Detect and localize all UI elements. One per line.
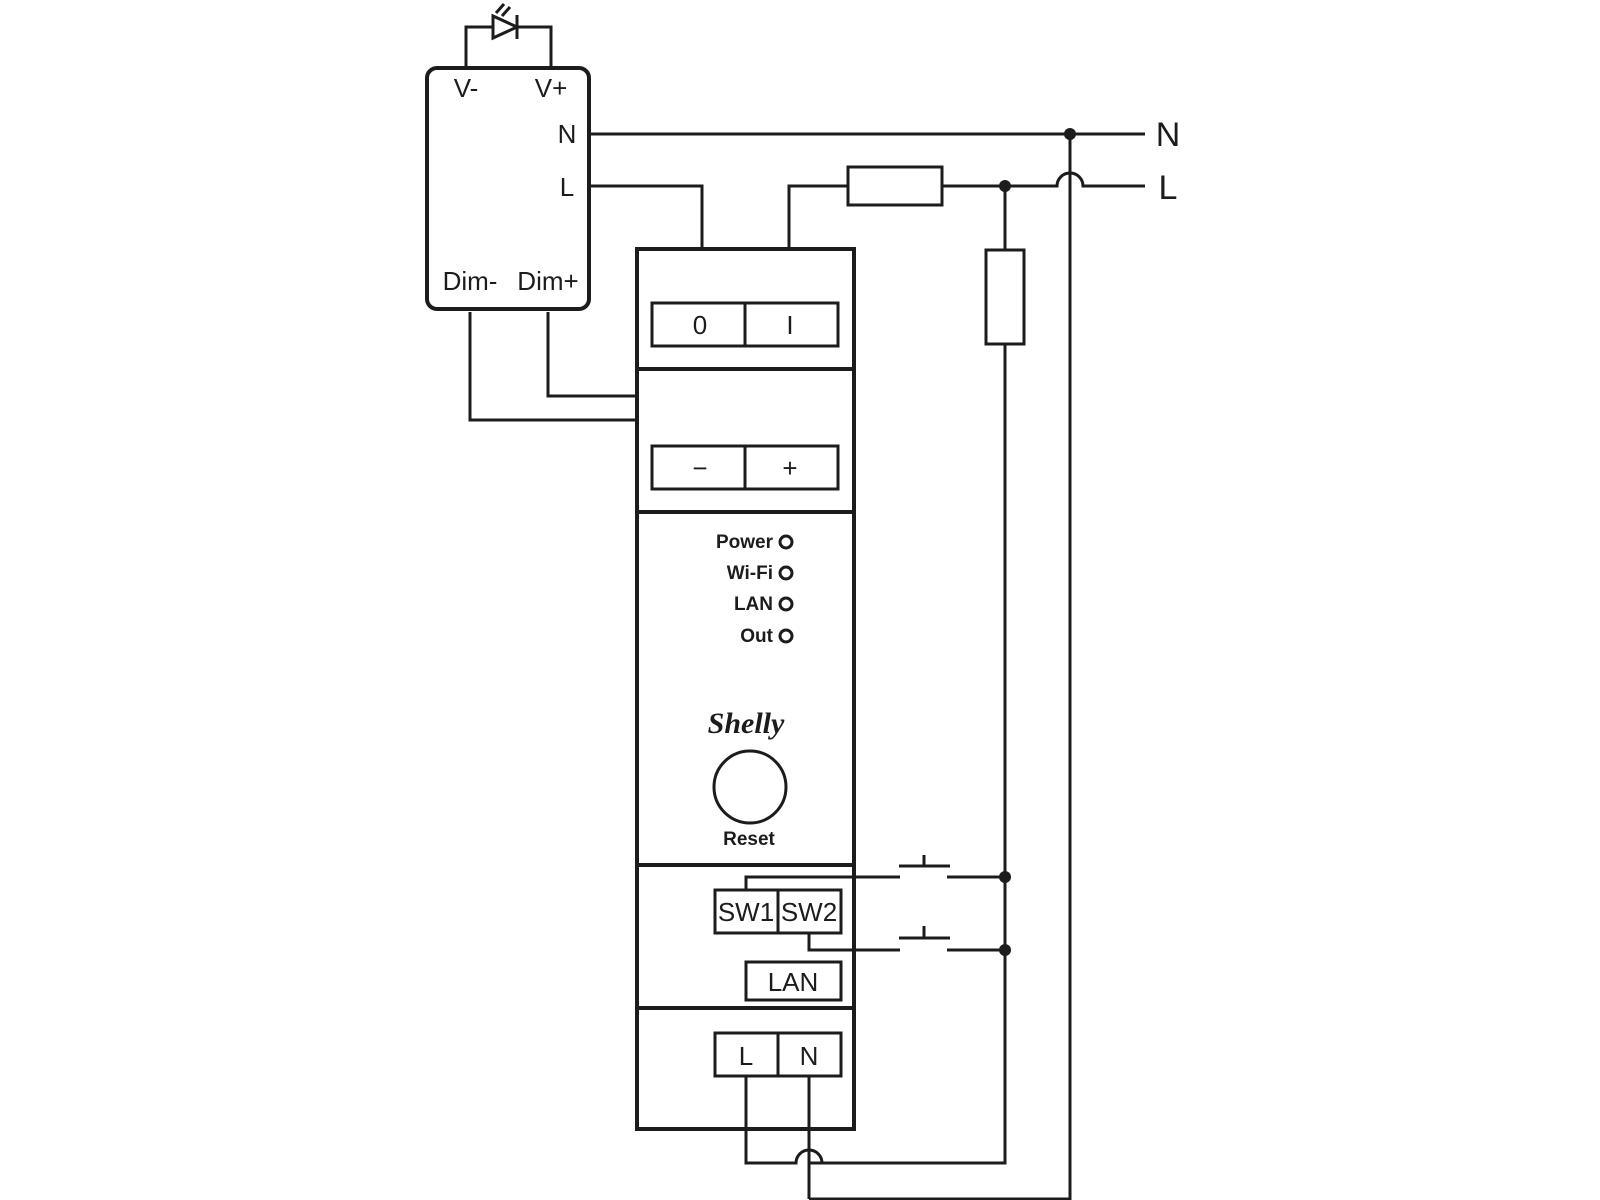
sw2-label: SW2	[781, 897, 837, 927]
led-wifi-label: Wi-Fi	[727, 563, 773, 584]
power-wiring	[744, 1076, 840, 1199]
sw1-label: SW1	[718, 897, 774, 927]
power-terminal-n	[776, 1031, 843, 1078]
led-power-label: Power	[716, 532, 774, 553]
driver-dim-plus-label: Dim+	[517, 266, 578, 296]
dim-terminal-plus	[743, 444, 840, 491]
led-out-label: Out	[740, 626, 773, 647]
power-n-label: N	[800, 1041, 819, 1071]
led-wifi-indicator	[778, 565, 794, 581]
switch-icon	[744, 855, 1005, 952]
output-terminal-i	[743, 301, 840, 348]
mains-n-label: N	[1156, 116, 1181, 154]
mains-l-label: L	[1159, 169, 1178, 207]
power-terminal-l	[713, 1031, 780, 1078]
driver-v-plus-label: V+	[535, 73, 568, 103]
dim-terminal-minus	[650, 444, 747, 491]
lan-port-label: LAN	[768, 967, 819, 997]
led-lan-indicator	[778, 596, 794, 612]
lan-port	[744, 960, 843, 1002]
driver-l-label: L	[560, 172, 574, 202]
led-lan-label: LAN	[734, 594, 773, 615]
reset-label: Reset	[723, 829, 775, 850]
led-power-indicator	[778, 534, 794, 550]
led-out-indicator	[778, 628, 794, 644]
driver-dim-minus-label: Dim-	[443, 266, 498, 296]
led-diode-icon	[464, 3, 553, 68]
dim-plus-terminal-label: +	[782, 453, 797, 483]
mains-wiring: N L	[589, 116, 1181, 1200]
shelly-logo: Shelly	[708, 707, 785, 740]
reset-button	[712, 749, 788, 825]
output-i-label: I	[786, 310, 793, 340]
sw2-terminal	[776, 888, 843, 935]
driver-n-label: N	[558, 119, 577, 149]
shelly-device: 0 I − + Power Wi-Fi LAN Out Shelly Reset…	[635, 247, 856, 1131]
led-driver: V- V+ N L Dim- Dim+	[425, 66, 591, 311]
power-l-label: L	[739, 1041, 753, 1071]
dim-minus-terminal-label: −	[692, 453, 707, 483]
driver-v-minus-label: V-	[454, 73, 479, 103]
output-o-label: 0	[693, 310, 707, 340]
